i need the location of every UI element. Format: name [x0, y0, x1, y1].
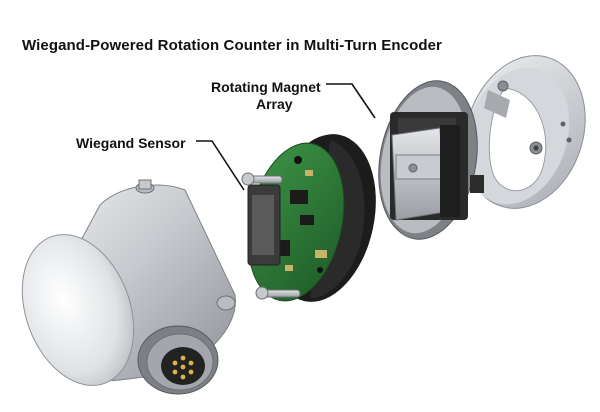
- diagram-title: Wiegand-Powered Rotation Counter in Mult…: [22, 37, 442, 54]
- mounting-disc: [464, 55, 586, 209]
- callout-magnet-label-line2: Array: [256, 96, 293, 112]
- magnet-array-assembly: [378, 80, 484, 240]
- sensor-leader-line: [196, 140, 245, 191]
- encoder-housing: [21, 179, 236, 395]
- callout-magnet-label-line1: Rotating Magnet: [211, 79, 321, 95]
- connector-pins: [172, 355, 194, 380]
- magnet-leader-line: [326, 83, 376, 119]
- callout-sensor-label: Wiegand Sensor: [76, 135, 186, 151]
- sensor-pcb-assembly: [241, 134, 376, 302]
